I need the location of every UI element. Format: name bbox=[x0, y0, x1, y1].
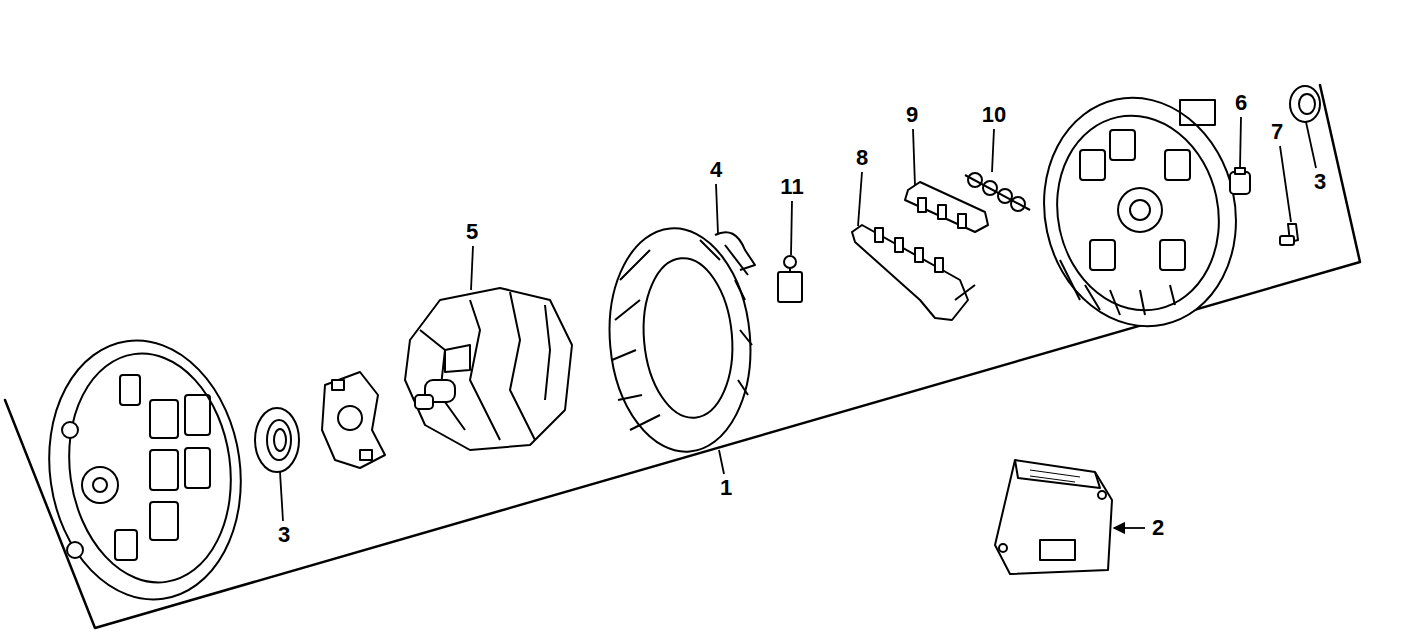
diode-trio bbox=[965, 173, 1030, 211]
small-terminal bbox=[778, 256, 802, 302]
rear-housing bbox=[1023, 80, 1257, 344]
insulator bbox=[1230, 168, 1250, 194]
callout-number: 4 bbox=[709, 159, 723, 181]
callout-number: 7 bbox=[1270, 121, 1284, 143]
callout-number: 3 bbox=[1313, 171, 1327, 193]
callout-number: 9 bbox=[905, 104, 919, 126]
stator bbox=[601, 222, 760, 457]
leader-lines bbox=[280, 117, 1316, 528]
callout-number: 5 bbox=[465, 221, 479, 243]
bearing bbox=[255, 408, 299, 472]
bearing bbox=[1290, 86, 1320, 122]
terminal-bolt bbox=[1280, 224, 1298, 245]
rectifier-plate bbox=[852, 225, 975, 320]
callout-number: 6 bbox=[1234, 92, 1248, 114]
callout-number: 3 bbox=[277, 524, 291, 546]
callout-number: 8 bbox=[855, 147, 869, 169]
callout-number: 11 bbox=[779, 176, 804, 198]
rotor bbox=[405, 288, 572, 450]
callout-number: 1 bbox=[719, 477, 733, 499]
front-housing bbox=[33, 328, 257, 612]
diode-plate bbox=[905, 182, 988, 232]
callout-number: 2 bbox=[1151, 517, 1165, 539]
retainer-plate bbox=[322, 372, 385, 468]
voltage-regulator bbox=[995, 460, 1112, 574]
callout-number: 10 bbox=[981, 104, 1007, 126]
